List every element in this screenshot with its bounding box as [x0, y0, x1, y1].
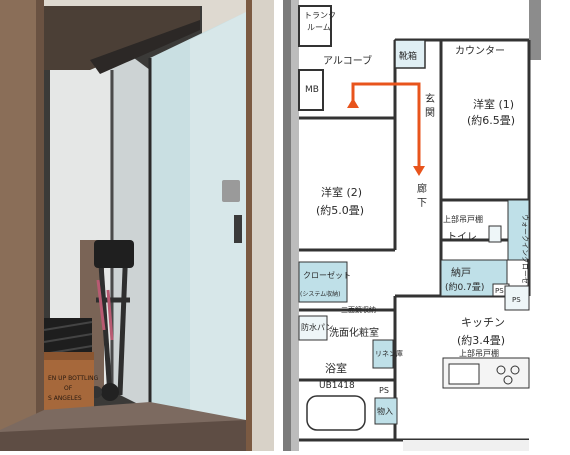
kitchen-upper-label: 上部吊戸棚	[459, 348, 499, 358]
upper-shelf-label: 上部吊戸棚	[443, 214, 483, 224]
ps-box-label: PS	[512, 296, 521, 304]
arrow-head-down	[413, 166, 425, 176]
kitchen-name: キッチン	[461, 316, 505, 329]
storage-name: 納戸	[451, 266, 471, 279]
crate-text-1: EN UP BOTTLING	[48, 375, 99, 382]
floor-plan: トランク ルーム アルコーブ MB 靴箱 カウンター	[283, 0, 570, 451]
route-arrow	[351, 82, 421, 168]
crate-text-3: S ANGELES	[48, 395, 82, 402]
toilet-label: トイレ	[447, 232, 477, 243]
western-room-2-name: 洋室 (2)	[321, 185, 362, 199]
storage-in-label: 物入	[377, 406, 393, 416]
walkin-label: ウォークインクローゼット	[521, 214, 530, 298]
storage-size: (約0.7畳)	[445, 281, 484, 293]
bathtub	[306, 395, 366, 431]
mb-label: MB	[305, 85, 319, 95]
mirror-storage-label: 三面鏡収納	[341, 305, 376, 314]
western-room-1-name: 洋室 (1)	[473, 97, 514, 111]
trunk-room-label-1: トランク	[304, 11, 336, 20]
linen-label: リネン庫	[375, 349, 403, 358]
closet-note: (システム収納)	[300, 290, 341, 298]
trunk-room-label-2: ルーム	[307, 23, 331, 32]
door-handle	[222, 180, 240, 202]
photo-illustration: EN UP BOTTLING OF S ANGELES	[0, 0, 274, 451]
trunk-room-photo: EN UP BOTTLING OF S ANGELES	[0, 0, 274, 451]
ps-label-2: PS	[379, 386, 389, 395]
bath-unit-label: UB1418	[319, 381, 355, 391]
closet	[298, 261, 348, 303]
counter-label: カウンター	[455, 45, 505, 57]
western-room-2-size: (約5.0畳)	[316, 203, 364, 217]
bathroom-label: 浴室	[325, 361, 347, 375]
washroom-label: 洗面化粧室	[329, 326, 379, 339]
arrow-head-up	[347, 98, 359, 108]
western-room-1-size: (約6.5畳)	[467, 113, 515, 127]
entrance-label-1: 玄	[425, 92, 435, 105]
alcove-label: アルコーブ	[323, 54, 372, 67]
shoe-box	[394, 39, 426, 69]
entrance-label-2: 関	[425, 107, 435, 119]
hallway-label-2: 下	[417, 198, 427, 209]
shoe-box-label: 靴箱	[399, 50, 417, 62]
trunk-room	[298, 5, 332, 47]
floor-plan-drawing: トランク ルーム アルコーブ MB 靴箱 カウンター	[283, 0, 570, 451]
ps-label-1: PS	[495, 287, 504, 295]
hallway-label-1: 廊	[417, 182, 427, 195]
walk-in-closet	[507, 199, 530, 261]
bath-pan-label: 防水パン	[301, 322, 333, 332]
crate-text-2: OF	[64, 385, 73, 392]
closet-label: クローゼット	[303, 270, 351, 280]
wood-panel-left	[0, 0, 42, 451]
kitchen-size: (約3.4畳)	[457, 333, 505, 347]
